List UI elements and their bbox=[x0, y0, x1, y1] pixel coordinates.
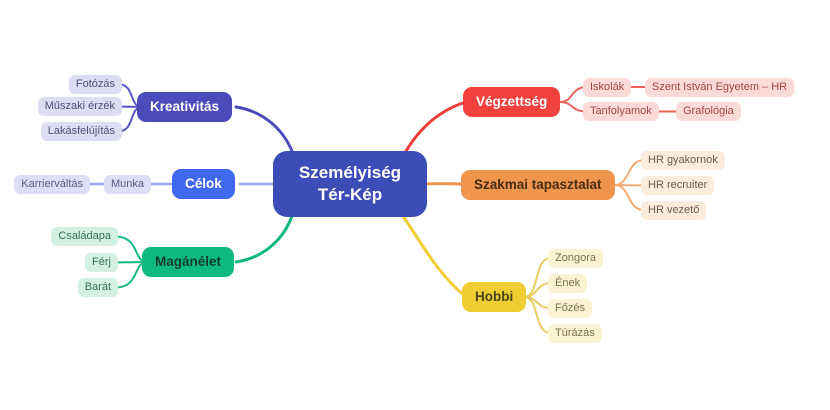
branch-node-kreativitas[interactable]: Kreativitás bbox=[137, 92, 233, 122]
topic-node-turazas[interactable]: Túrázás bbox=[548, 323, 602, 343]
topic-node-tanfolyamok[interactable]: Tanfolyamok bbox=[583, 102, 659, 121]
topic-node-zongora[interactable]: Zongora bbox=[548, 248, 603, 268]
topic-node-muszaki-erzek[interactable]: Műszaki érzék bbox=[37, 97, 122, 116]
connector-hobbi-child-4 bbox=[523, 296, 552, 334]
topic-node-hr-gyakornok[interactable]: HR gyakornok bbox=[641, 150, 725, 170]
connector-maganelet-child-2 bbox=[114, 261, 148, 264]
topic-node-iskolak[interactable]: Iskolák bbox=[583, 77, 632, 97]
topic-node-munka[interactable]: Munka bbox=[103, 175, 151, 194]
branch-node-celok[interactable]: Célok bbox=[172, 169, 235, 199]
connector-maganelet bbox=[234, 211, 295, 264]
connector-hobbi bbox=[401, 214, 468, 299]
central-topic-node[interactable]: Személyiség Tér-Kép bbox=[273, 151, 427, 217]
topic-node-fozes[interactable]: Főzés bbox=[548, 298, 592, 318]
topic-node-lakasfelujitas[interactable]: Lakásfelújítás bbox=[40, 122, 122, 141]
topic-node-hr-recruiter[interactable]: HR recruiter bbox=[641, 176, 715, 195]
connector-hobbi-child-1 bbox=[523, 257, 552, 298]
topic-node-fotozas[interactable]: Fotózás bbox=[68, 74, 122, 94]
topic-node-enek[interactable]: Ének bbox=[548, 273, 588, 293]
topic-node-barat[interactable]: Barát bbox=[77, 278, 118, 297]
branch-node-vegzettseg[interactable]: Végzettség bbox=[463, 87, 561, 117]
topic-node-hr-vezeto[interactable]: HR vezető bbox=[641, 200, 707, 220]
topic-node-grafologia[interactable]: Grafológia bbox=[676, 102, 741, 121]
topic-node-csaladapa[interactable]: Családapa bbox=[51, 227, 118, 246]
connector-szakmai-child-3 bbox=[614, 184, 645, 211]
connector-kreativitas bbox=[234, 105, 296, 158]
topic-node-karriervaltas[interactable]: Karrierváltás bbox=[14, 175, 90, 194]
connector-szakmai-child-1 bbox=[614, 159, 645, 186]
branch-node-maganelet[interactable]: Magánélet bbox=[142, 247, 235, 277]
topic-node-ferj[interactable]: Férj bbox=[85, 253, 118, 272]
branch-node-szakmai-tapasztalat[interactable]: Szakmai tapasztalat bbox=[461, 170, 615, 200]
branch-node-hobbi[interactable]: Hobbi bbox=[462, 282, 527, 312]
topic-node-szent-istvan-egyetem[interactable]: Szent István Egyetem – HR bbox=[645, 77, 795, 97]
connector-vegzettseg bbox=[404, 100, 468, 153]
